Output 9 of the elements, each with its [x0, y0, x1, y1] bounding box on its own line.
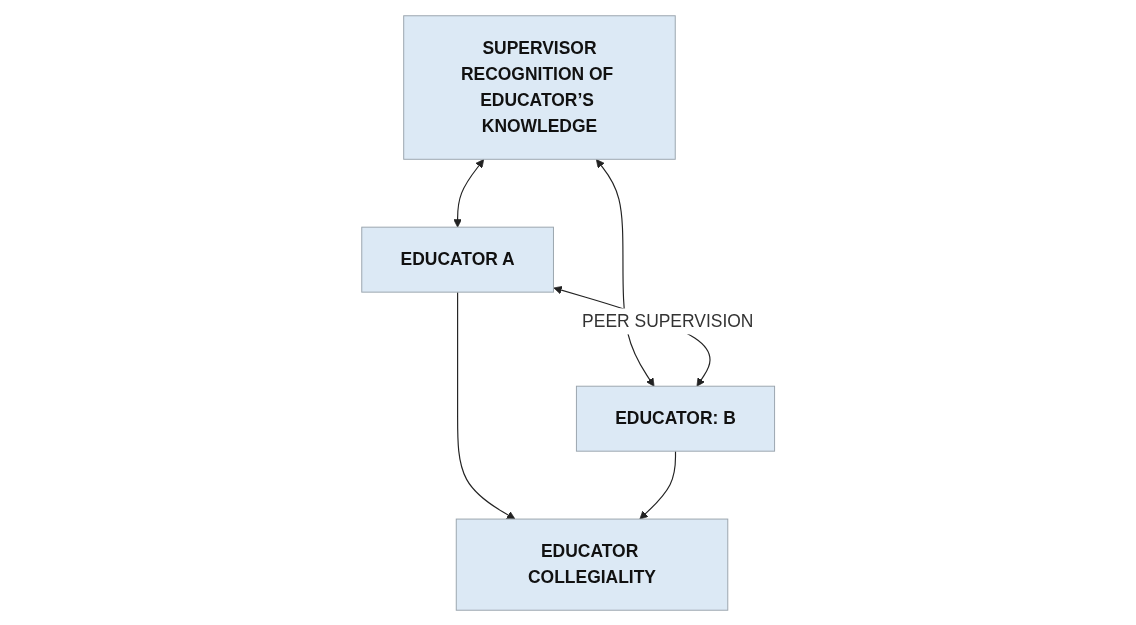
- node-box: EDUCATOR: B: [575, 385, 775, 452]
- arrow: [595, 158, 655, 387]
- arrow: [639, 450, 676, 519]
- arrow: [456, 291, 516, 519]
- node-box: SUPERVISOR RECOGNITION OF EDUCATOR’S KNOWLEDGE: [403, 14, 676, 160]
- node-box: EDUCATOR COLLEGIALITY: [455, 518, 729, 611]
- edge-label: PEER SUPERVISION: [581, 310, 754, 331]
- node-box: EDUCATOR A: [361, 226, 554, 293]
- arrow: [453, 158, 484, 228]
